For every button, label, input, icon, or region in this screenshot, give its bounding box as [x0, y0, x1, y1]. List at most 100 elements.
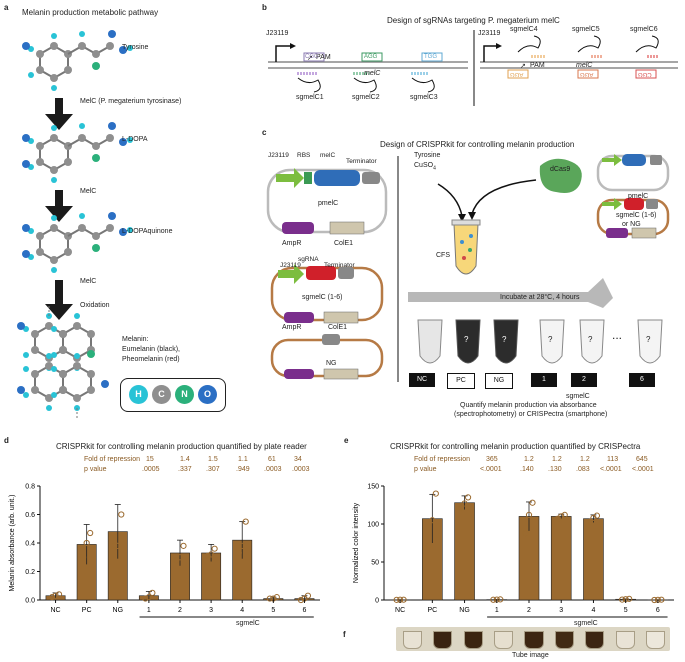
c-quantify-line-1: Quantify melanin production via absorban… [460, 402, 597, 409]
panel-b-title: Design of sgRNAs targeting P. megaterium… [387, 16, 560, 25]
d-group-label: sgmelC [236, 620, 260, 627]
d-p-2: .337 [178, 466, 192, 473]
panel-f-letter: f [343, 630, 346, 639]
data-point [400, 596, 407, 603]
data-point [393, 596, 400, 603]
c-tube-label-ng: NG [485, 373, 513, 389]
melanin-molecule [17, 306, 109, 418]
panel-b-letter: b [262, 3, 267, 12]
data-point [461, 500, 468, 507]
d-p-3: .307 [206, 466, 220, 473]
data-point [297, 596, 305, 604]
data-point [204, 552, 211, 559]
d-fold-2: 1.4 [180, 456, 190, 463]
tube-photo-5 [524, 631, 544, 649]
x-tick-label-2: 2 [178, 607, 182, 614]
bar-3 [550, 516, 572, 601]
data-point [48, 594, 56, 601]
b-pam-top-1: CGG [305, 54, 319, 60]
label-melanin: Melanin: [122, 336, 149, 343]
step-label-1: MelC (P. megaterium tyrosinase) [80, 98, 182, 105]
e-fold-6: 645 [636, 456, 648, 463]
data-point [80, 554, 87, 561]
d-p-1: .0005 [142, 466, 160, 473]
data-point [55, 591, 63, 598]
data-point [658, 596, 665, 603]
c-ellipsis: ... [612, 328, 623, 342]
arrow-2 [45, 190, 73, 222]
b-pam-bottom-2: AGG [580, 71, 594, 77]
c-ampr-1: AmpR [282, 240, 302, 247]
data-point [111, 542, 118, 549]
e-fold-1: 365 [486, 456, 498, 463]
data-point [118, 511, 125, 518]
d-fold-6: 34 [294, 456, 302, 463]
data-point [304, 592, 312, 599]
e-p-6: <.0001 [632, 466, 654, 473]
data-point [490, 596, 497, 603]
arrow-1 [45, 98, 73, 130]
x-tick-label-4: 4 [240, 607, 244, 614]
x-tick-label-NG: NG [459, 607, 470, 614]
panel-c-letter: c [262, 128, 267, 137]
nitrogen-atom-icon: N [175, 385, 194, 404]
y-tick-label: 0.2 [25, 569, 35, 576]
b-guide-6: sgmelC6 [630, 26, 658, 33]
c-reagent-tyrosine: Tyrosine [414, 152, 441, 159]
b-pam-bottom-1: AGG [510, 71, 524, 77]
b-gene-left: melC [364, 70, 381, 77]
tube-photo-9 [646, 631, 666, 649]
panel-c-title: Design of CRISPRkit for controlling mela… [380, 140, 575, 149]
c-incubate-label: Incubate at 28°C, 4 hours [500, 294, 580, 301]
y-tick-label: 0 [375, 598, 379, 605]
data-point [425, 542, 432, 549]
data-point [626, 595, 633, 602]
data-point [180, 542, 187, 549]
data-point [149, 589, 156, 596]
label-melanin-line2: Pheomelanin (red) [122, 356, 180, 363]
data-point [114, 542, 121, 549]
e-p-5: <.0001 [600, 466, 622, 473]
e-fold-label: Fold of repression [414, 456, 471, 463]
c-cole1-2: ColE1 [328, 324, 348, 331]
panel-e-letter: e [344, 436, 349, 445]
data-point [142, 595, 149, 602]
x-tick-label-NG: NG [113, 607, 124, 614]
data-point [497, 596, 504, 603]
c-reagent-cuso4: CuSO4 [414, 162, 436, 172]
x-tick-label-6: 6 [656, 607, 660, 614]
e-fold-4: 1.2 [580, 456, 590, 463]
step-label-4: Oxidation [80, 302, 110, 309]
f-caption: Tube image [512, 652, 549, 659]
y-axis-label: Melanin absorbance (arb. unit.) [9, 495, 16, 592]
c-tube-label-1: 1 [531, 373, 557, 387]
d-fold-label: Fold of repression [84, 456, 141, 463]
b-pam-right: PAM [530, 62, 545, 69]
d-p-4: .949 [236, 466, 250, 473]
c-right-pmelc: pmelC [628, 193, 649, 200]
data-point [239, 542, 246, 549]
carbon-atom-icon: C [152, 385, 171, 404]
panel-e-title: CRISPRkit for controlling melanin produc… [390, 442, 641, 451]
data-point [561, 511, 568, 518]
c-right-sg-2: or NG [622, 221, 641, 228]
pathway-diagram [17, 29, 134, 418]
b-pam-bottom-3: CGG [638, 71, 652, 77]
y-axis-label: Normalized color intensity [353, 502, 360, 583]
c-quantify-line-2: (spectrophotometry) or CRISPectra (smart… [454, 411, 608, 418]
c-tube-label-2: 2 [571, 373, 597, 387]
tube-photo-6 [554, 631, 574, 649]
data-point [242, 518, 249, 525]
c-ampr-2: AmpR [282, 324, 302, 331]
tube-row [417, 319, 663, 364]
label-melanin-line1: Eumelanin (black), [122, 346, 180, 353]
x-tick-label-4: 4 [591, 607, 595, 614]
y-tick-label: 0.6 [25, 512, 35, 519]
c-tube-label-nc: NC [409, 373, 435, 387]
bar-NG [454, 502, 475, 601]
x-tick-label-PC: PC [82, 607, 92, 614]
b-guide-2: sgmelC2 [352, 94, 380, 101]
d-fold-4: 1.1 [238, 456, 248, 463]
